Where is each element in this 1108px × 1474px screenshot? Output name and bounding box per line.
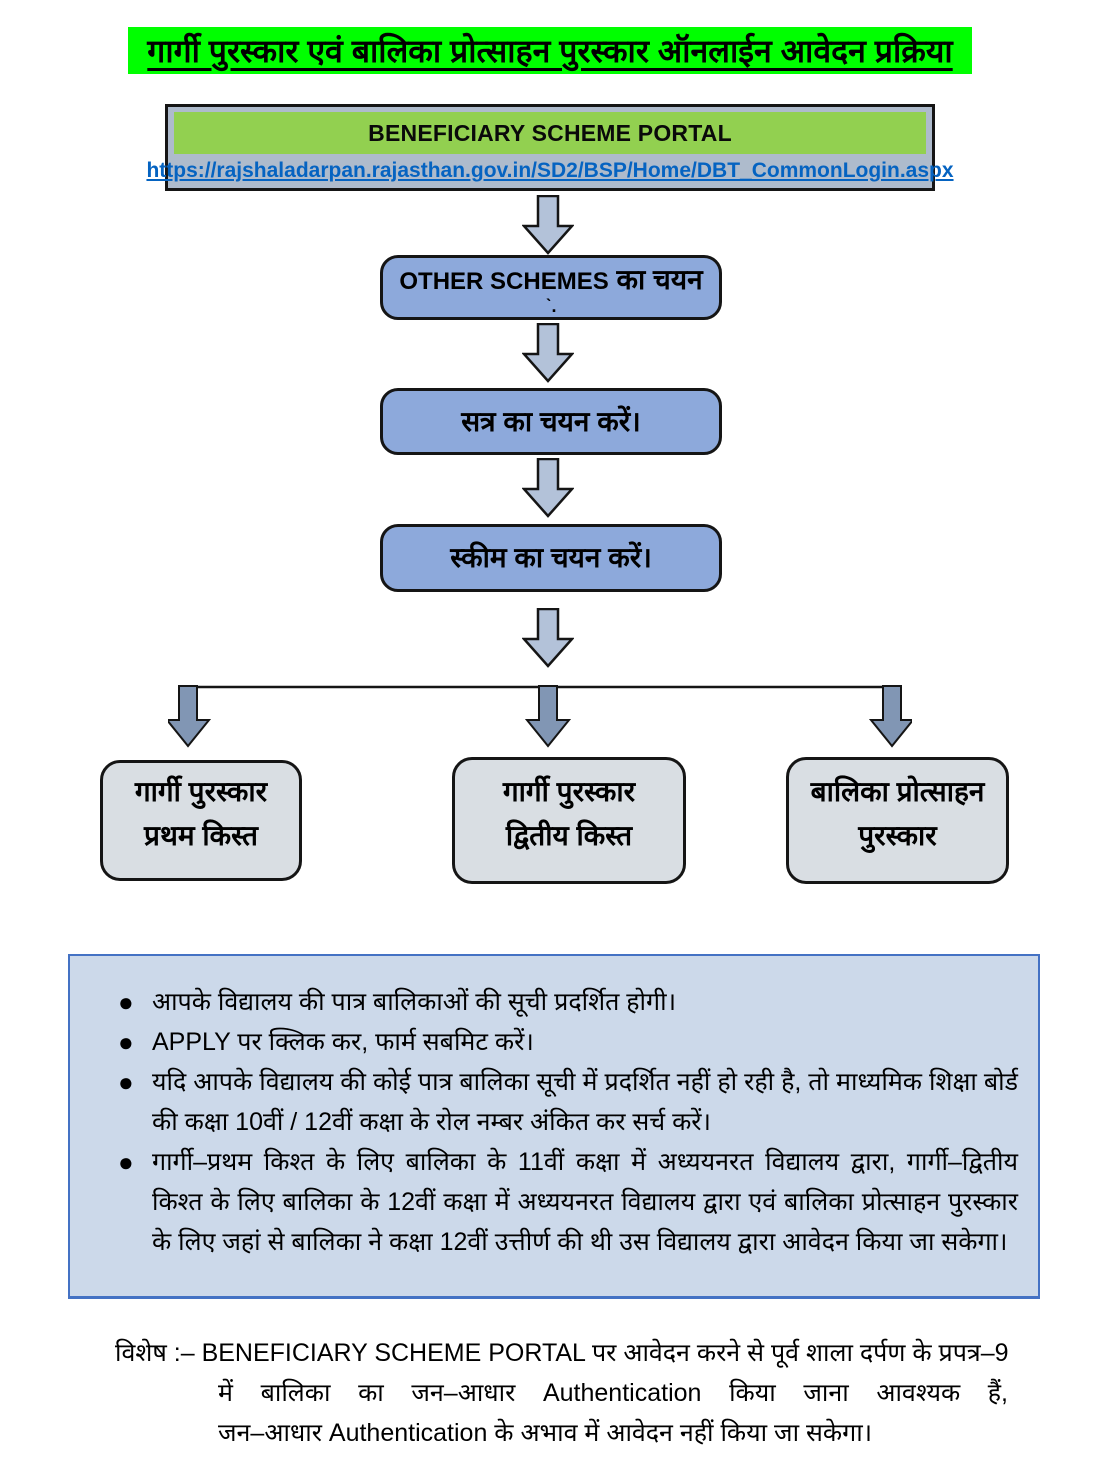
special-note: विशेष :– BENEFICIARY SCHEME PORTAL पर आव…	[115, 1333, 1015, 1453]
bullet-icon: ●	[118, 987, 134, 1017]
flow-step-other-schemes-hindi: का चयन	[608, 263, 703, 295]
special-note-line3: जन–आधार Authentication के अभाव में आवेदन…	[218, 1419, 873, 1447]
flow-step-stray-mark: ˋ.	[545, 295, 557, 316]
branch-box-gargi-first: गार्गी पुरस्कार प्रथम किस्त	[100, 760, 302, 881]
page-title: गार्गी पुरस्कार एवं बालिका प्रोत्साहन पु…	[128, 27, 972, 74]
portal-url-row: https://rajshaladarpan.rajasthan.gov.in/…	[146, 154, 953, 188]
instruction-text: यदि आपके विद्यालय की कोई पात्र बालिका सू…	[152, 1068, 1018, 1136]
instruction-text: APPLY पर क्लिक कर, फार्म सबमिट करें।	[152, 1028, 534, 1056]
special-note-line1: विशेष :– BENEFICIARY SCHEME PORTAL पर आव…	[115, 1333, 1015, 1373]
branch-box-balika-protsahan: बालिका प्रोत्साहन पुरस्कार	[786, 757, 1009, 884]
branch-arrow-icon-right	[868, 685, 912, 748]
branch-arrow-icon-center	[524, 685, 572, 748]
portal-box: BENEFICIARY SCHEME PORTAL https://rajsha…	[146, 104, 954, 191]
branch-box-gargi-first-line1: गार्गी पुरस्कार	[134, 775, 268, 807]
branch-arrow-icon-left	[168, 685, 212, 748]
portal-link[interactable]: https://rajshaladarpan.rajasthan.gov.in/…	[146, 159, 954, 182]
down-arrow-icon-4	[522, 608, 574, 668]
instruction-text: आपके विद्यालय की पात्र बालिकाओं की सूची …	[152, 988, 677, 1016]
flow-step-scheme: स्कीम का चयन करें।	[380, 524, 722, 592]
branch-box-gargi-first-line2: प्रथम किस्त	[144, 819, 258, 851]
instruction-item: ● गार्गी–प्रथम किश्त के लिए बालिका के 11…	[118, 1142, 1018, 1262]
portal-heading: BENEFICIARY SCHEME PORTAL	[174, 112, 926, 154]
bullet-icon: ●	[118, 1067, 134, 1097]
down-arrow-icon-1	[522, 195, 574, 255]
instructions-box: ● आपके विद्यालय की पात्र बालिकाओं की सूच…	[68, 954, 1040, 1299]
branch-box-gargi-second-line2: द्वितीय किस्त	[505, 819, 633, 851]
down-arrow-icon-2	[522, 323, 574, 383]
instruction-item: ● आपके विद्यालय की पात्र बालिकाओं की सूच…	[118, 982, 1018, 1022]
flow-step-other-schemes-latin: OTHER SCHEMES	[399, 267, 609, 295]
instruction-text: गार्गी–प्रथम किश्त के लिए बालिका के 11वी…	[152, 1148, 1018, 1256]
branch-box-gargi-second-line1: गार्गी पुरस्कार	[502, 775, 636, 807]
instruction-item: ● यदि आपके विद्यालय की कोई पात्र बालिका …	[118, 1062, 1018, 1142]
flow-step-other-schemes: OTHER SCHEMES का चयन ˋ.	[380, 255, 722, 320]
special-note-label: विशेष :–	[115, 1339, 202, 1367]
branch-box-balika-protsahan-line2: पुरस्कार	[858, 819, 937, 851]
instruction-item: ● APPLY पर क्लिक कर, फार्म सबमिट करें।	[118, 1022, 1018, 1062]
down-arrow-icon-3	[522, 458, 574, 518]
flow-step-other-schemes-label: OTHER SCHEMES का चयन	[399, 263, 702, 299]
special-note-line1-text: BENEFICIARY SCHEME PORTAL पर आवेदन करने …	[201, 1339, 1009, 1367]
branch-box-gargi-second: गार्गी पुरस्कार द्वितीय किस्त	[452, 757, 686, 884]
bullet-icon: ●	[118, 1027, 134, 1057]
branch-box-balika-protsahan-line1: बालिका प्रोत्साहन	[810, 775, 985, 807]
flow-step-session: सत्र का चयन करें।	[380, 388, 722, 455]
bullet-icon: ●	[118, 1147, 134, 1177]
special-note-line2: में बालिका का जन–आधार Authentication किय…	[218, 1379, 1008, 1407]
flow-step-session-label: सत्र का चयन करें।	[461, 405, 641, 437]
flow-step-scheme-label: स्कीम का चयन करें।	[450, 542, 652, 573]
branch-connector	[168, 685, 912, 748]
